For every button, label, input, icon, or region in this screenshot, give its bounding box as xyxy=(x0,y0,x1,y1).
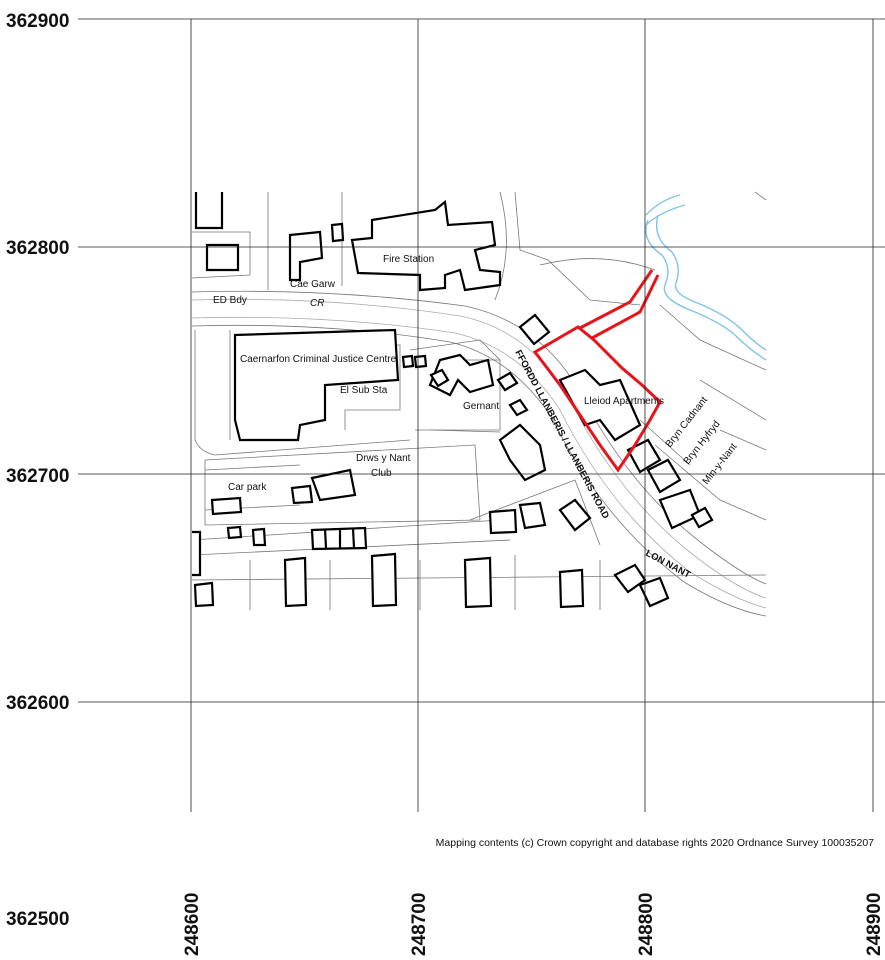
easting-labels: 248600 248700 248800 248900 xyxy=(182,893,885,956)
northing-label: 362800 xyxy=(6,238,69,259)
label-lleiod-apartments: Lleiod Apartments xyxy=(584,396,664,407)
coordinate-grid xyxy=(78,18,885,812)
northing-label: 362600 xyxy=(6,693,69,714)
northing-label: 362900 xyxy=(6,11,69,32)
label-gernant: Gernant xyxy=(463,401,499,412)
label-cae-garw: Cae Garw xyxy=(290,279,336,290)
label-min-y-nant: Min-y-Nant xyxy=(701,441,740,486)
northing-labels: 362900 362800 362700 362600 362500 xyxy=(6,11,69,930)
easting-label: 248600 xyxy=(182,893,203,956)
northing-label: 362700 xyxy=(6,466,69,487)
label-cr: CR xyxy=(310,298,324,309)
label-car-park: Car park xyxy=(228,482,267,493)
label-ed-bdy: ED Bdy xyxy=(213,295,247,306)
northing-label: 362500 xyxy=(6,909,69,930)
label-criminal-justice-centre: Caernarfon Criminal Justice Centre xyxy=(240,354,397,365)
easting-label: 248700 xyxy=(409,893,430,956)
label-drws-y-nant: Drws y Nant xyxy=(356,453,411,464)
label-club: Club xyxy=(371,468,392,479)
label-el-sub-sta: El Sub Sta xyxy=(340,385,388,396)
easting-label: 248800 xyxy=(636,893,657,956)
site-boundary xyxy=(532,269,662,473)
easting-label: 248900 xyxy=(864,893,885,956)
copyright-notice: Mapping contents (c) Crown copyright and… xyxy=(436,837,875,849)
label-fire-station: Fire Station xyxy=(383,254,434,265)
base-mapping xyxy=(191,191,767,617)
